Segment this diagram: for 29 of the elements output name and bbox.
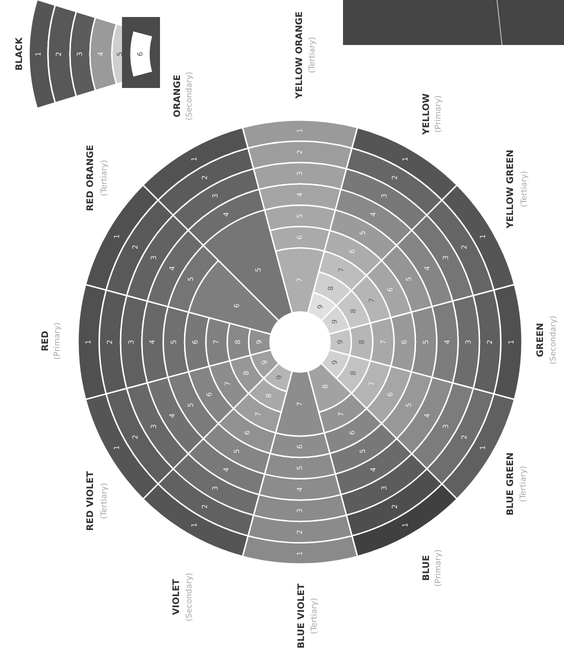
color-name: RED — [41, 330, 51, 352]
color-segment — [307, 362, 458, 587]
color-category: (Secondary) — [184, 72, 194, 120]
color-category: (Primary) — [434, 95, 442, 133]
color-name: GREEN — [536, 322, 546, 358]
color-category: (Secondary) — [548, 316, 558, 364]
color-name: BLUE VIOLET — [297, 584, 307, 648]
color-segment — [84, 144, 280, 335]
color-segment — [328, 284, 558, 400]
scale-title: BLACK — [15, 37, 25, 71]
color-category: (Tertiary) — [520, 170, 528, 208]
color-name: YELLOW ORANGE — [295, 11, 305, 99]
color-category: (Secondary) — [184, 572, 194, 622]
color-category: (Tertiary) — [310, 598, 318, 634]
color-name: YELLOW — [422, 93, 432, 135]
color-segment — [307, 93, 458, 322]
color-category: (Tertiary) — [308, 36, 316, 74]
color-segment — [320, 349, 528, 516]
color-segment — [242, 370, 358, 648]
color-category: (Primary) — [434, 549, 442, 587]
color-segment — [41, 284, 272, 400]
color-segment — [142, 362, 293, 622]
color-category: (Tertiary) — [518, 466, 528, 502]
color-segment — [242, 11, 358, 314]
color-name: BLUE — [422, 555, 432, 581]
color-segment — [142, 72, 293, 322]
color-name: VIOLET — [172, 579, 182, 615]
color-category: (Primary) — [52, 322, 62, 360]
color-name: ORANGE — [173, 74, 183, 118]
